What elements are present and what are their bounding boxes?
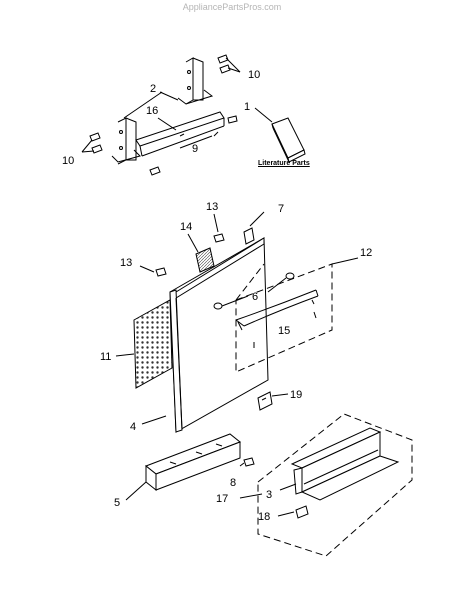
screws-top-left: [81, 132, 161, 176]
door-handle: [235, 289, 319, 331]
mounting-bracket-left: [111, 117, 141, 165]
callout-10a: 10: [248, 69, 260, 81]
rating-label: [257, 391, 289, 411]
callout-13b: 13: [120, 257, 132, 269]
literature-booklet: [271, 117, 306, 163]
callout-5: 5: [114, 497, 120, 509]
callout-18: 18: [258, 511, 270, 523]
callout-12: 12: [360, 247, 372, 259]
screws-top-right: [217, 54, 241, 124]
literature-parts-label: Literature Parts: [258, 160, 310, 167]
mounting-bracket-right: [177, 57, 214, 105]
kick-plate-bracket: [145, 433, 241, 492]
toe-panel-assembly-outline: [257, 413, 413, 557]
callout-10b: 10: [62, 155, 74, 167]
kick-plate-screw: [239, 457, 255, 467]
door-screw-top: [213, 213, 225, 243]
callout-7: 7: [278, 203, 284, 215]
callout-6: 6: [252, 291, 258, 303]
callout-15: 15: [278, 325, 290, 337]
callout-17: 17: [216, 493, 228, 505]
watermark: AppliancePartsPros.com: [182, 2, 282, 12]
callout-9: 9: [192, 143, 198, 155]
callout-4: 4: [130, 421, 136, 433]
callout-13a: 13: [206, 201, 218, 213]
callout-8: 8: [230, 477, 236, 489]
handle-bracket-outline: [235, 263, 333, 373]
callout-16: 16: [146, 105, 158, 117]
vent-fastener: [243, 211, 265, 245]
door-screw-left: [139, 265, 167, 277]
support-rail: [135, 111, 225, 157]
toe-panel-clip: [295, 505, 309, 519]
callout-19: 19: [290, 389, 302, 401]
insulation-pad: [133, 299, 173, 389]
handle-screws: [213, 272, 295, 310]
door-panel: [169, 237, 269, 433]
callout-11: 11: [100, 351, 111, 363]
callout-14: 14: [180, 221, 192, 233]
door-clip: [195, 247, 215, 273]
toe-panel: [290, 427, 400, 501]
callout-3: 3: [266, 489, 272, 501]
callout-2: 2: [150, 83, 156, 95]
callout-1: 1: [244, 101, 250, 113]
